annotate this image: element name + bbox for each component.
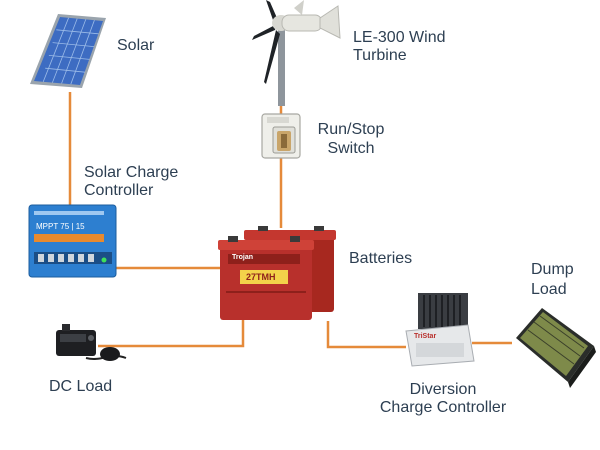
switch-label-line-1: Run/Stop [317, 121, 385, 138]
mppt-model-text: MPPT 75 | 15 [36, 222, 85, 231]
wire-batteries-to-diversion-controller [326, 321, 406, 349]
scc-label-line-1: Solar Charge [84, 164, 179, 181]
switch-label-line-2: Switch [327, 140, 375, 157]
wire-batteries-to-dc-load [98, 318, 245, 348]
solar-panel-icon [30, 14, 106, 88]
battery-model-text: 27TMH [246, 272, 276, 282]
dcc-label-line-1: Diversion [409, 381, 477, 398]
wind-turbine-icon [252, 0, 341, 106]
turbine-label-line-2: Turbine [353, 47, 407, 64]
dcc-label-line-2: Charge Controller [379, 399, 507, 416]
run-stop-switch-icon [261, 113, 301, 159]
dc-load-radio-icon [56, 324, 127, 361]
dc-load-label: DC Load [49, 378, 113, 395]
battery-brand-text: Trojan [232, 254, 254, 261]
batteries-label: Batteries [349, 250, 413, 267]
solar-charge-controller-icon: MPPT 75 | 15 [28, 204, 118, 278]
dump-load-icon [516, 308, 596, 388]
turbine-label-line-1: LE-300 Wind [353, 29, 446, 46]
batteries-icon: Trojan 27TMH [218, 226, 336, 322]
scc-label-line-2: Controller [84, 182, 154, 199]
solar-label: Solar [117, 37, 155, 54]
tristar-brand-text: TriStar [414, 333, 437, 340]
dump-load-label-line-2: Load [531, 281, 567, 298]
diversion-charge-controller-icon: TriStar [404, 291, 476, 367]
dump-load-label-line-1: Dump [531, 261, 574, 278]
